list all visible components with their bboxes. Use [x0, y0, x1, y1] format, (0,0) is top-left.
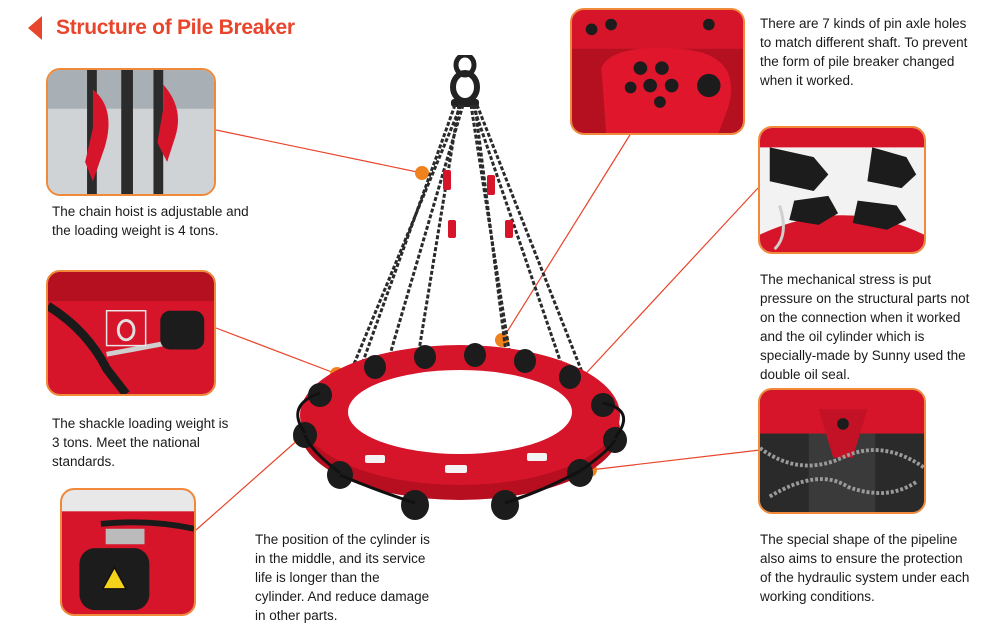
- cylinder-photo: [60, 488, 196, 616]
- back-arrow-icon[interactable]: [28, 16, 42, 40]
- pin-holes-photo: [570, 8, 745, 135]
- warning-icon: [101, 565, 128, 590]
- caption-pin-holes: There are 7 kinds of pin axle holes to m…: [760, 16, 968, 88]
- header: Structure of Pile Breaker: [28, 12, 295, 44]
- shackle-photo: [46, 270, 216, 396]
- caption-shackle: The shackle loading weight is 3 tons. Me…: [52, 416, 229, 469]
- page-title: Structure of Pile Breaker: [56, 16, 295, 39]
- chain-hoist-photo: [46, 68, 216, 196]
- caption-chain-hoist: The chain hoist is adjustable and the lo…: [52, 204, 249, 238]
- caption-pipeline: The special shape of the pipeline also a…: [760, 532, 970, 604]
- caption-mechanical-stress: The mechanical stress is put pressure on…: [760, 272, 970, 382]
- mechanical-stress-photo: [758, 126, 926, 254]
- pile-breaker-image: [293, 55, 627, 520]
- caption-cylinder: The position of the cylinder is in the m…: [255, 532, 430, 623]
- pipeline-photo: [758, 388, 926, 514]
